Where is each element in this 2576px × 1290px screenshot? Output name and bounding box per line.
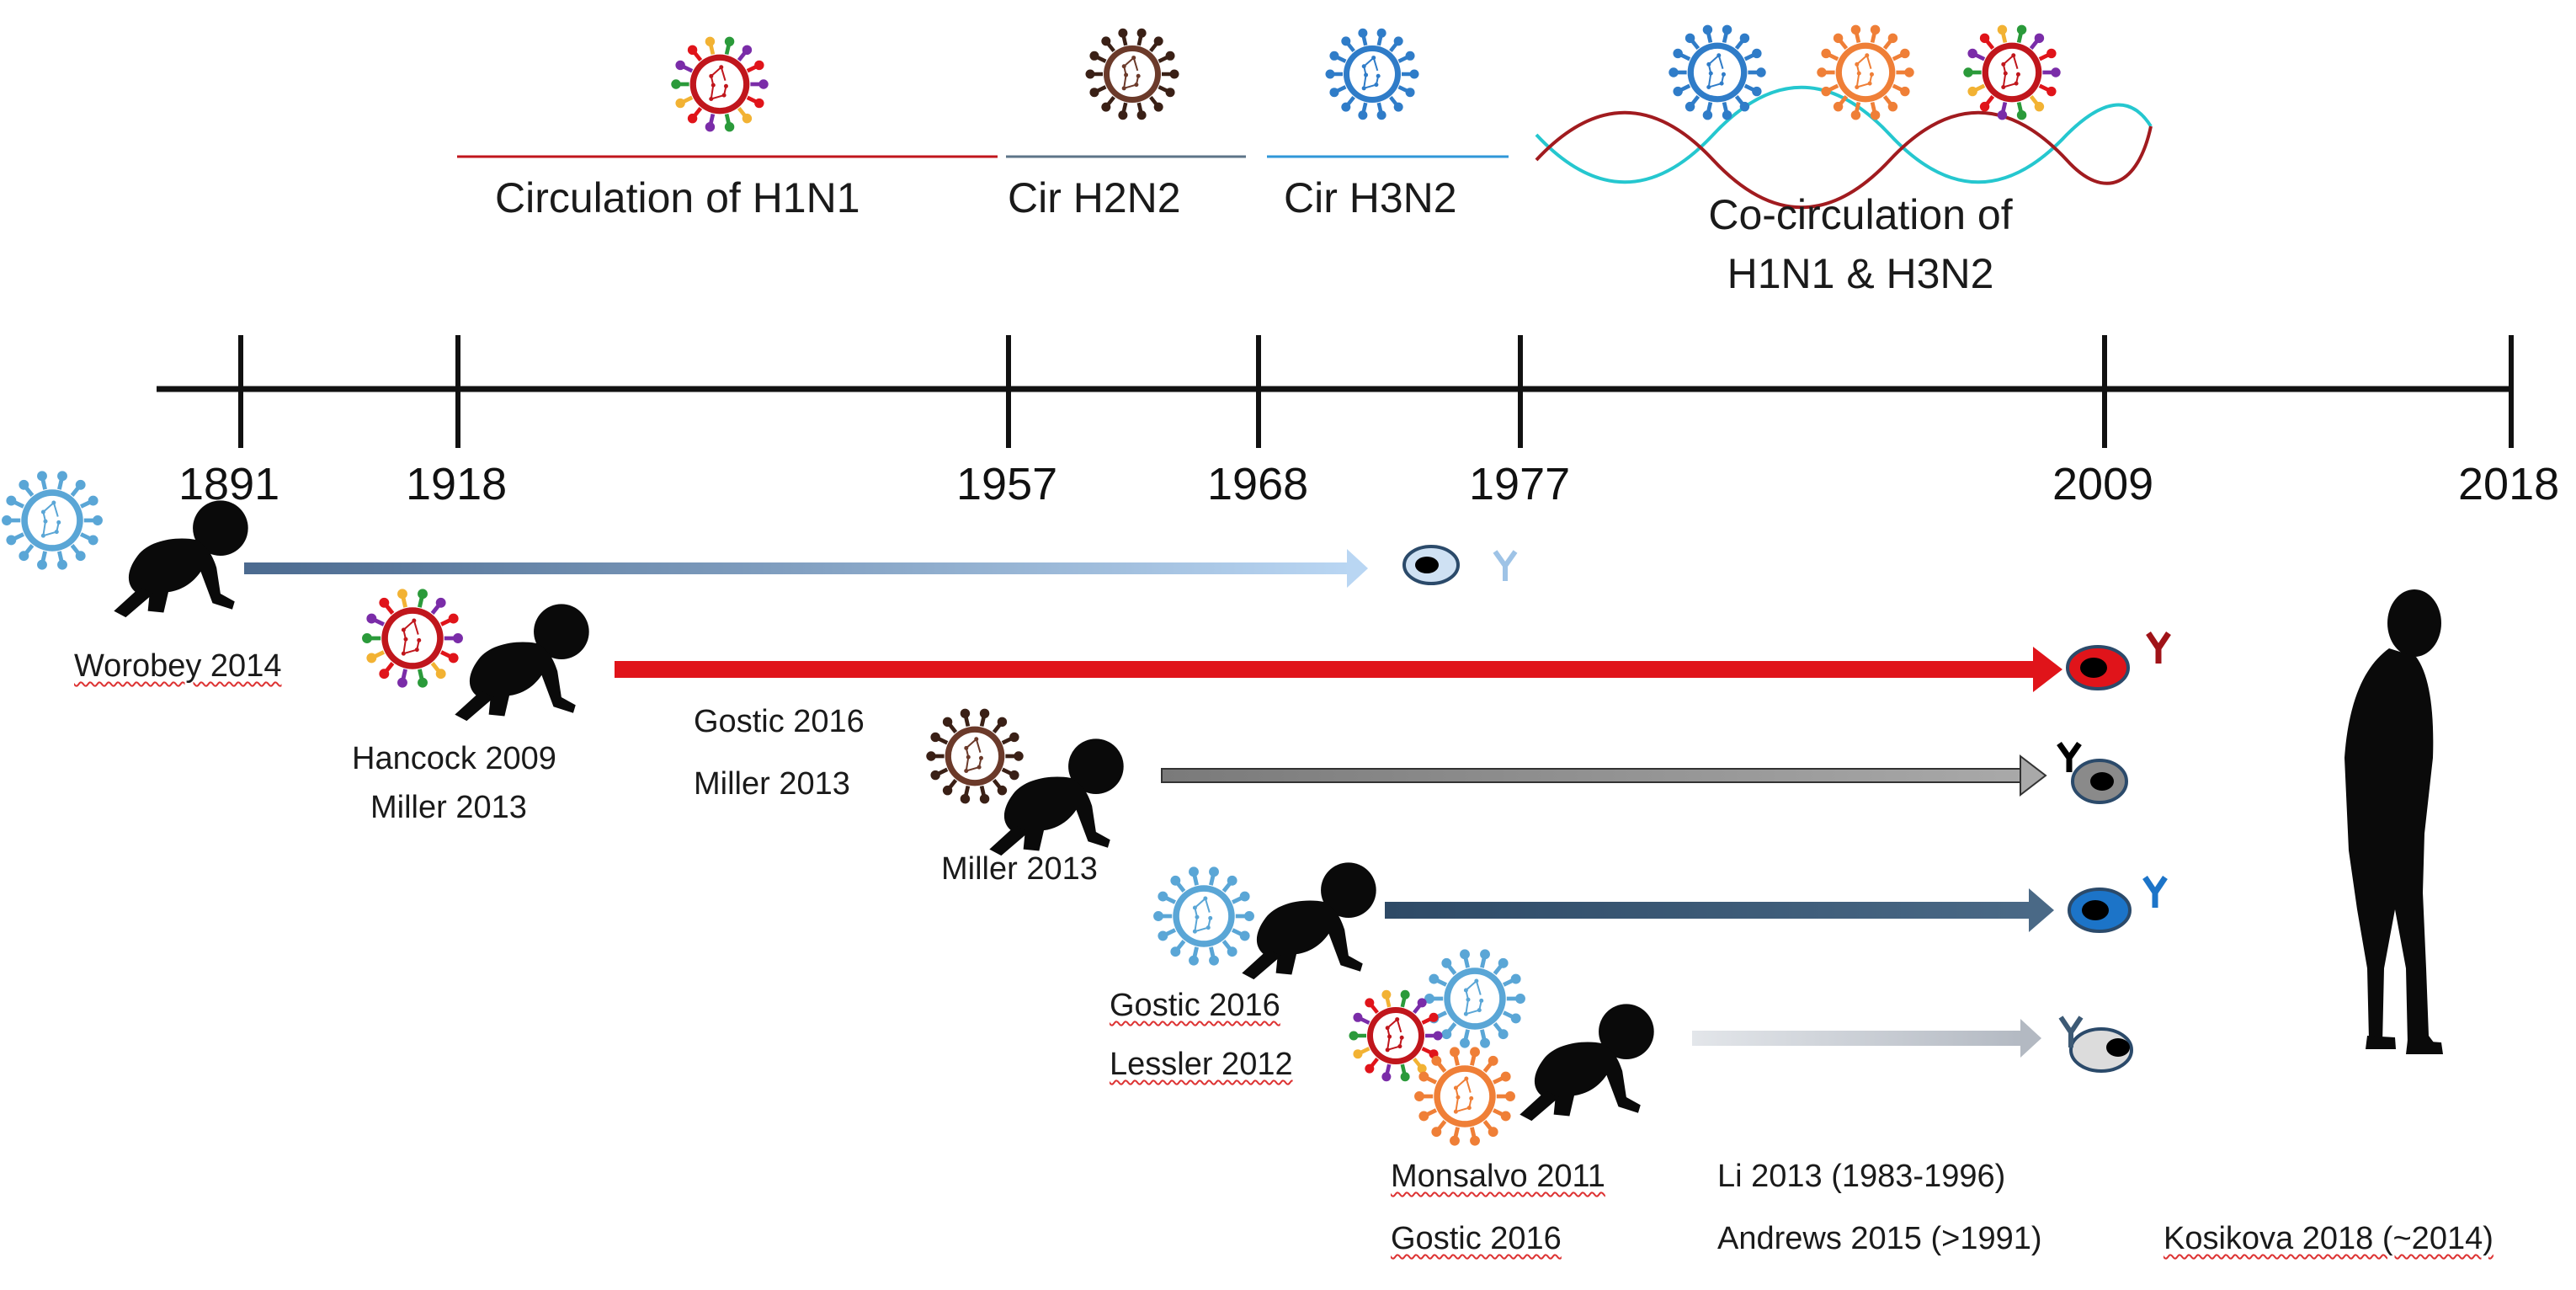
virus-icon (1424, 949, 1525, 1048)
citation-miller: Miller 2013 (941, 851, 1098, 887)
crawling-baby-icon (1242, 862, 1376, 980)
era-label-cocirculation-line2: H1N1 & H3N2 (1727, 250, 1994, 297)
citation-miller: Miller 2013 (370, 790, 527, 825)
virus-icon (1963, 24, 2061, 120)
citation-kosikova: Kosikova 2018 (~2014) (2164, 1221, 2494, 1256)
citation-lessler: Lessler 2012 (1110, 1047, 1293, 1082)
adult-silhouette-icon (2344, 589, 2443, 1054)
cell-icon (1402, 545, 1518, 585)
arrow-1918 (615, 647, 2062, 692)
year-label: 1918 (406, 459, 508, 509)
year-label: 2018 (2458, 459, 2560, 509)
virus-icon (2, 471, 103, 570)
year-label: 1891 (178, 459, 280, 509)
virus-icon (362, 589, 463, 688)
era-label-h3n2: Cir H3N2 (1284, 174, 1457, 221)
citation-worobey: Worobey 2014 (74, 648, 282, 684)
era-label-h1n1: Circulation of H1N1 (495, 174, 860, 221)
virus-icon (671, 36, 769, 132)
year-label: 1968 (1207, 459, 1309, 509)
arrow-1968 (1385, 888, 2054, 932)
citation-gostic: Gostic 2016 (694, 704, 865, 739)
era-label-h2n2: Cir H2N2 (1008, 174, 1181, 221)
virus-icon (1325, 28, 1419, 120)
citation-hancock: Hancock 2009 (352, 741, 556, 776)
era-label-cocirculation-line1: Co-circulation of (1708, 191, 2013, 238)
virus-icon (926, 708, 1024, 804)
virus-icon (1085, 28, 1179, 120)
year-label: 1957 (956, 459, 1058, 509)
citation-andrews: Andrews 2015 (>1991) (1717, 1221, 2042, 1256)
cell-icon (2057, 741, 2128, 804)
virus-icon (1669, 24, 1766, 120)
virus-icon (1817, 24, 1914, 120)
arrow-1977 (1692, 1019, 2041, 1058)
crawling-baby-icon (1520, 1004, 1654, 1122)
citation-gostic: Gostic 2016 (1110, 988, 1280, 1023)
arrow-1957 (1161, 754, 2047, 797)
cell-icon (2058, 1015, 2133, 1073)
crawling-baby-icon (455, 604, 589, 722)
citation-miller: Miller 2013 (694, 766, 850, 802)
year-label: 2009 (2052, 459, 2154, 509)
cell-icon (2068, 876, 2168, 933)
arrow-1891 (244, 549, 1368, 588)
year-label: 1977 (1469, 459, 1571, 509)
citation-gostic: Gostic 2016 (1391, 1221, 1562, 1256)
citation-monsalvo: Monsalvo 2011 (1391, 1159, 1605, 1194)
citation-li: Li 2013 (1983-1996) (1717, 1159, 2006, 1194)
crawling-baby-icon (114, 500, 248, 618)
virus-icon (1414, 1047, 1515, 1146)
virus-icon (1349, 989, 1443, 1082)
virus-icon (1153, 866, 1254, 966)
cell-icon (2066, 632, 2171, 690)
